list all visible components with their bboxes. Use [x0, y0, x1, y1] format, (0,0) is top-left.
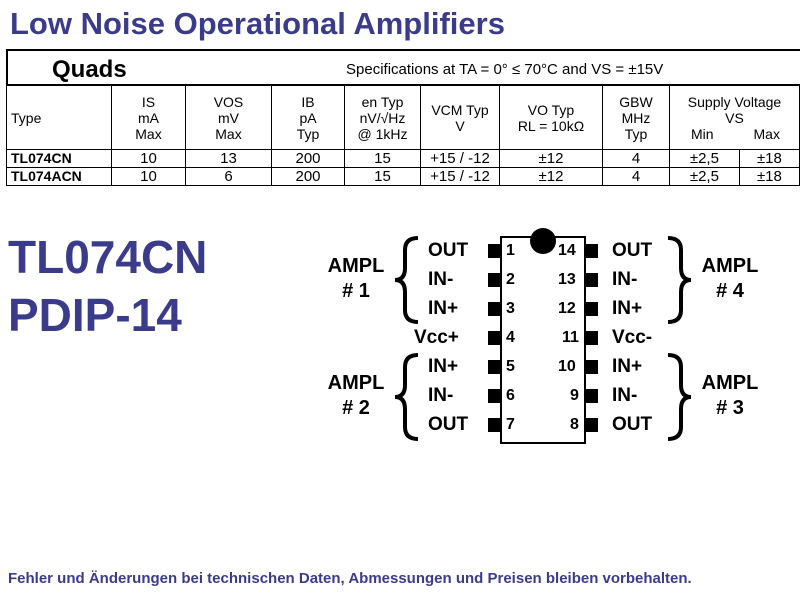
pin-number: 5	[506, 358, 515, 375]
signal-label: IN+	[612, 298, 643, 319]
quads-header: Quads Specifications at TA = 0° ≤ 70°C a…	[6, 49, 800, 85]
signal-label: OUT	[428, 240, 469, 261]
supply-max-label: Max	[753, 125, 780, 142]
brace-right-top	[667, 236, 692, 324]
quads-label: Quads	[52, 56, 127, 83]
table-cell: 200	[271, 149, 345, 168]
pin-number: 6	[506, 387, 515, 404]
ic-package	[500, 228, 586, 444]
brace-left-bottom	[394, 353, 419, 441]
signal-label: IN-	[612, 269, 638, 290]
pin-7	[488, 418, 500, 432]
ampl-2-label: AMPL# 2	[327, 372, 385, 419]
pin-number: 3	[506, 300, 515, 317]
pin-4	[488, 331, 500, 345]
col-header-type: Type	[6, 85, 112, 150]
signal-label: IN+	[428, 356, 459, 377]
pin-number: 11	[562, 329, 579, 346]
signal-label: IN-	[428, 385, 454, 406]
pin1-notch	[530, 228, 556, 254]
pin-10	[586, 360, 598, 374]
pin-3	[488, 302, 500, 316]
table-cell: 6	[185, 167, 272, 186]
pin-6	[488, 389, 500, 403]
signal-label: IN-	[612, 385, 638, 406]
page-title: Low Noise Operational Amplifiers	[10, 6, 505, 41]
pin-number: 1	[506, 242, 515, 259]
pin-number: 9	[570, 387, 579, 404]
table-cell: 4	[602, 167, 670, 186]
table-cell: ±18	[738, 149, 800, 168]
table-cell: ±18	[738, 167, 800, 186]
pin-number: 8	[570, 416, 579, 433]
table-cell: ±2,5	[669, 167, 740, 186]
pin-number: 12	[558, 300, 576, 317]
pin-1	[488, 244, 500, 258]
signal-label: Vcc+	[414, 327, 459, 348]
signal-label: OUT	[428, 414, 469, 435]
pin-14	[586, 244, 598, 258]
table-cell: 15	[344, 167, 421, 186]
part-name: TL074CN	[8, 231, 208, 283]
pin-2	[488, 273, 500, 287]
ampl-1-label: AMPL# 1	[327, 255, 385, 302]
pin-number: 10	[558, 358, 576, 375]
pin-number: 4	[506, 329, 515, 346]
signal-label: IN+	[428, 298, 459, 319]
pin-5	[488, 360, 500, 374]
pin-number: 14	[558, 242, 576, 259]
supply-min-label: Min	[690, 125, 714, 142]
pin-8	[586, 418, 598, 432]
table-cell: ±12	[499, 167, 603, 186]
table-cell: 200	[271, 167, 345, 186]
brace-left-top	[394, 236, 419, 324]
signal-label: OUT	[612, 240, 653, 261]
signal-label: IN+	[612, 356, 643, 377]
table-cell: +15 / -12	[420, 149, 500, 168]
table-cell: TL074CN	[6, 149, 112, 168]
table-row: TL074ACN 10 6 200 15 +15 / -12 ±12 4 ±2,…	[6, 167, 800, 186]
pin-13	[586, 273, 598, 287]
disclaimer-footer: Fehler und Änderungen bei technischen Da…	[8, 570, 692, 587]
table-cell: TL074ACN	[6, 167, 112, 186]
pin-12	[586, 302, 598, 316]
pin-9	[586, 389, 598, 403]
ampl-4-label: AMPL# 4	[701, 255, 759, 302]
table-cell: +15 / -12	[420, 167, 500, 186]
package-name: PDIP-14	[8, 289, 182, 341]
pin-11	[586, 331, 598, 345]
table-cell: 10	[111, 167, 186, 186]
signal-label: IN-	[428, 269, 454, 290]
pin-number: 7	[506, 416, 515, 433]
pin-number: 2	[506, 271, 515, 288]
signal-label: OUT	[612, 414, 653, 435]
brace-right-bottom	[667, 353, 692, 441]
specs-conditions: Specifications at TA = 0° ≤ 70°C and VS …	[346, 61, 664, 78]
signal-label: Vcc-	[612, 327, 653, 348]
pin-number: 13	[558, 271, 576, 288]
ampl-3-label: AMPL# 3	[701, 372, 759, 419]
